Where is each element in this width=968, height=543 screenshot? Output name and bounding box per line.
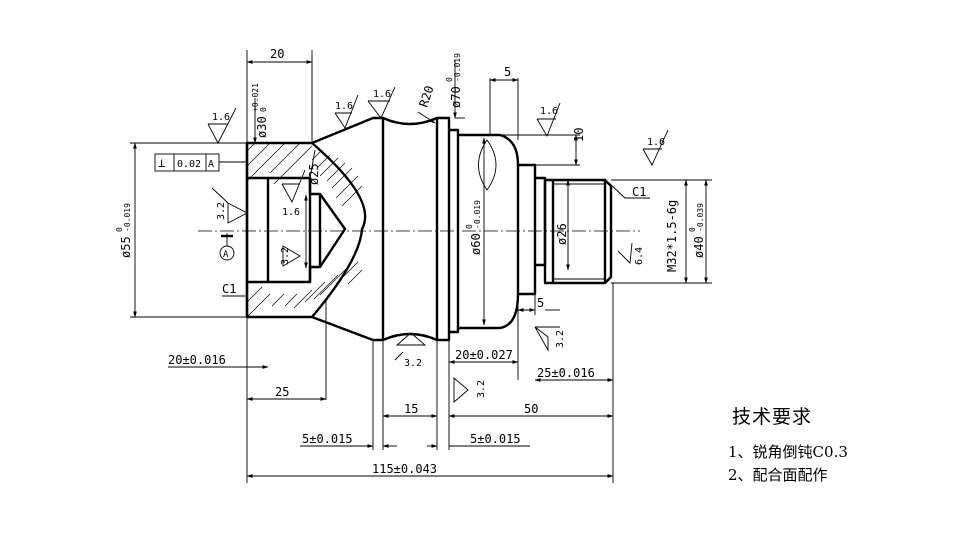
tolerance-value: 0.02 (177, 159, 201, 170)
dim-15: 15 (404, 402, 418, 416)
roughness-r2: 1.6 (335, 101, 353, 112)
dim-25: 25 (275, 385, 289, 399)
tolerance-datum: A (208, 159, 214, 170)
dim-20-016: 20±0.016 (168, 353, 226, 367)
dim-5-right: 5 (537, 296, 544, 310)
dim-5-top: 5 (504, 65, 511, 79)
roughness-r3: 1.6 (373, 89, 391, 100)
roughness-r12: 6.4 (634, 247, 645, 265)
dim-55: ø55 (119, 236, 133, 258)
dim-c1-left: C1 (222, 282, 236, 296)
datum-marker: A (219, 233, 235, 261)
dim-40-tol-lower: -0.039 (696, 203, 705, 232)
dim-50: 50 (524, 402, 538, 416)
geometric-tolerance-frame: ⊥ 0.02 A (154, 153, 247, 172)
dimension-texts: 20 5 10 ø30 +0.021 0 ø25 R20 ø70 0 -0.01… (115, 47, 706, 476)
dim-thread: M32*1.5-6g (665, 200, 679, 272)
dim-5-015-left: 5±0.015 (302, 432, 353, 446)
dim-70: ø70 (449, 86, 463, 108)
dim-115: 115±0.043 (372, 462, 437, 476)
dim-55-group: ø55 0 -0.019 (115, 203, 133, 258)
dim-26: ø26 (555, 223, 569, 245)
dim-55-tol-upper: 0 (115, 227, 124, 232)
dim-5-015-right: 5±0.015 (470, 432, 521, 446)
dimension-lines (133, 60, 708, 478)
roughness-r7: 3.2 (216, 202, 227, 220)
dim-c1-right: C1 (632, 185, 646, 199)
part-outline (245, 116, 613, 342)
roughness-symbols (207, 86, 669, 403)
dim-30-tol-upper: +0.021 (251, 83, 260, 112)
dim-40-tol-upper: 0 (688, 227, 697, 232)
dim-30: ø30 (255, 116, 269, 138)
dim-25-016: 25±0.016 (537, 366, 595, 380)
roughness-r1: 1.6 (212, 112, 230, 123)
roughness-r5: 1.6 (647, 137, 665, 148)
notes-item-2: 2、配合面配作 (728, 466, 828, 484)
dim-70-tol-lower: -0.019 (453, 53, 462, 82)
dim-55-tol-lower: -0.019 (123, 203, 132, 232)
dim-25-bore: ø25 (307, 163, 321, 185)
roughness-r9: 3.2 (404, 358, 422, 369)
roughness-r4: 1.6 (540, 106, 558, 117)
dim-60-tol-upper: 0 (465, 224, 474, 229)
roughness-r8: 3.2 (280, 247, 291, 265)
dim-30-tol-lower: 0 (259, 107, 268, 112)
dim-30-group: ø30 +0.021 0 (251, 83, 269, 138)
roughness-r11: 3.2 (555, 330, 566, 348)
dim-20-027: 20±0.027 (455, 348, 513, 362)
roughness-r6: 1.6 (282, 207, 300, 218)
dim-70-group: ø70 0 -0.019 (445, 53, 463, 108)
roughness-values: 1.6 1.6 1.6 1.6 1.6 1.6 3.2 3.2 3.2 3.2 … (212, 89, 665, 398)
roughness-r10: 3.2 (476, 380, 487, 398)
extension-lines (130, 50, 712, 483)
notes-item-1: 1、锐角倒钝C0.3 (728, 443, 848, 461)
dim-60-group: ø60 0 -0.019 (465, 200, 483, 255)
dim-r20: R20 (417, 84, 437, 109)
tolerance-symbol: ⊥ (158, 156, 165, 170)
section-hatching (246, 142, 363, 318)
dim-40-group: ø40 0 -0.039 (688, 203, 706, 258)
notes-title: 技术要求 (732, 406, 813, 428)
dim-10: 10 (572, 128, 586, 142)
datum-label: A (223, 250, 229, 260)
dim-60-tol-lower: -0.019 (473, 200, 482, 229)
dim-20-top: 20 (270, 47, 284, 61)
dim-40: ø40 (692, 236, 706, 258)
dim-60: ø60 (469, 233, 483, 255)
dim-70-tol-upper: 0 (445, 77, 454, 82)
